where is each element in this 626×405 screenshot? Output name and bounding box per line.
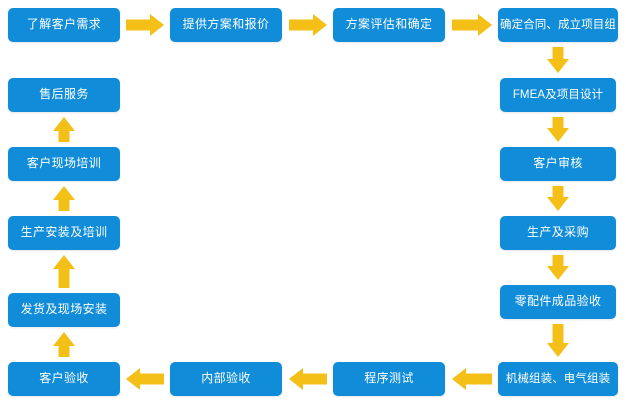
process-node-n11[interactable]: 内部验收	[170, 362, 282, 396]
process-node-label: 客户现场培训	[26, 156, 102, 171]
process-node-label: 了解客户需求	[26, 17, 102, 32]
arrow-left-icon	[452, 368, 492, 390]
process-node-n8[interactable]: 零配件成品验收	[500, 285, 616, 319]
process-node-n9[interactable]: 机械组装、电气组装	[498, 362, 618, 396]
process-node-label: 生产及采购	[526, 225, 589, 240]
arrow-shaft	[452, 19, 479, 31]
process-node-n2[interactable]: 提供方案和报价	[170, 8, 282, 42]
arrow-head	[547, 59, 569, 73]
arrow-head	[53, 255, 75, 269]
arrow-head	[547, 128, 569, 142]
process-node-n14[interactable]: 生产安装及培训	[8, 216, 120, 250]
process-node-n6[interactable]: 客户审核	[500, 147, 616, 181]
arrow-shaft	[552, 324, 564, 344]
arrow-shaft	[302, 373, 327, 385]
process-node-n4[interactable]: 确定合同、成立项目组	[498, 8, 618, 42]
process-node-label: 机械组装、电气组装	[505, 372, 611, 385]
process-node-n3[interactable]: 方案评估和确定	[333, 8, 445, 42]
arrow-head	[53, 117, 75, 131]
process-node-n16[interactable]: 售后服务	[8, 78, 120, 112]
arrow-down-icon	[547, 186, 569, 211]
arrow-head	[452, 368, 466, 390]
process-node-label: 内部验收	[201, 371, 251, 386]
process-node-n10[interactable]: 程序测试	[333, 362, 445, 396]
arrow-up-icon	[53, 255, 75, 288]
arrow-right-icon	[289, 14, 327, 36]
arrow-head	[53, 332, 75, 346]
process-node-n12[interactable]: 客户验收	[8, 362, 120, 396]
process-node-n15[interactable]: 客户现场培训	[8, 147, 120, 181]
arrow-up-icon	[53, 117, 75, 142]
arrow-shaft	[139, 373, 164, 385]
process-node-label: 发货及现场安装	[20, 302, 108, 317]
arrow-head	[53, 186, 75, 200]
arrow-down-icon	[547, 255, 569, 280]
arrow-right-icon	[126, 14, 164, 36]
arrow-down-icon	[547, 117, 569, 142]
arrow-shaft	[58, 345, 70, 357]
arrow-shaft	[552, 255, 564, 267]
process-node-label: 客户验收	[39, 371, 89, 386]
arrow-down-icon	[547, 47, 569, 73]
process-node-label: 客户审核	[533, 156, 583, 171]
process-node-label: 方案评估和确定	[345, 17, 433, 32]
arrow-left-icon	[126, 368, 164, 390]
process-node-n13[interactable]: 发货及现场安装	[8, 293, 120, 327]
arrow-head	[547, 343, 569, 357]
arrow-shaft	[552, 47, 564, 60]
process-node-n1[interactable]: 了解客户需求	[8, 8, 120, 42]
arrow-head	[289, 368, 303, 390]
arrow-shaft	[58, 199, 70, 211]
arrow-shaft	[126, 19, 151, 31]
process-node-label: 程序测试	[364, 371, 414, 386]
arrow-shaft	[552, 117, 564, 129]
arrow-head	[126, 368, 140, 390]
arrow-shaft	[552, 186, 564, 198]
process-node-label: 提供方案和报价	[182, 17, 270, 32]
arrow-shaft	[58, 268, 70, 288]
arrow-head	[313, 14, 327, 36]
arrow-shaft	[58, 130, 70, 142]
arrow-head	[150, 14, 164, 36]
arrow-shaft	[465, 373, 492, 385]
arrow-down-icon	[547, 324, 569, 357]
process-node-label: 售后服务	[39, 87, 89, 102]
arrow-up-icon	[53, 186, 75, 211]
process-node-n5[interactable]: FMEA及项目设计	[500, 78, 616, 112]
process-node-label: 零配件成品验收	[514, 294, 602, 309]
arrow-right-icon	[452, 14, 492, 36]
arrow-up-icon	[53, 332, 75, 357]
arrow-head	[478, 14, 492, 36]
arrow-shaft	[289, 19, 314, 31]
arrow-left-icon	[289, 368, 327, 390]
arrow-head	[547, 266, 569, 280]
process-node-label: FMEA及项目设计	[512, 88, 604, 101]
arrow-head	[547, 197, 569, 211]
process-node-label: 生产安装及培训	[20, 225, 108, 240]
process-node-label: 确定合同、成立项目组	[500, 18, 616, 31]
process-node-n7[interactable]: 生产及采购	[500, 216, 616, 250]
